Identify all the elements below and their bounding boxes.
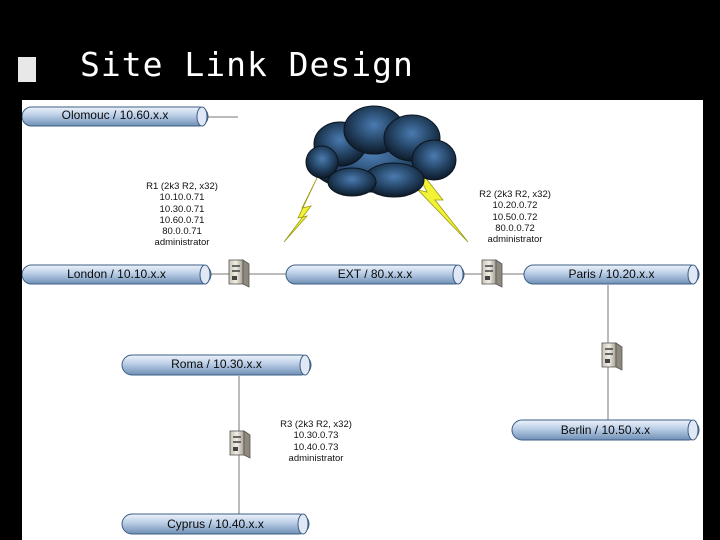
server-icon xyxy=(228,259,250,288)
server-icon xyxy=(229,430,251,459)
ext-pipe xyxy=(285,264,465,285)
segment-pipes xyxy=(22,106,700,535)
router-r2-line: 10.20.0.72 xyxy=(492,200,538,212)
router-r3-line: administrator xyxy=(288,452,344,464)
title-bullet xyxy=(18,57,36,82)
cyprus-pipe xyxy=(121,513,310,535)
router-r3-line: 10.30.0.73 xyxy=(293,430,339,442)
pipe-ends xyxy=(196,106,699,535)
london-pipe xyxy=(22,264,212,285)
router-r1-line: 10.30.0.71 xyxy=(159,203,205,215)
segment-label-ext: EXT / 80.x.x.x xyxy=(337,267,413,281)
slide-title: Site Link Design xyxy=(80,45,414,84)
router-r2-line: administrator xyxy=(487,234,543,246)
router-r1-info: R1 (2k3 R2, x32) 10.10.0.71 10.30.0.71 1… xyxy=(132,181,232,249)
router-r3-line: 10.40.0.73 xyxy=(293,441,339,453)
segment-label-cyprus: Cyprus / 10.40.x.x xyxy=(167,517,264,531)
roma-pipe xyxy=(121,354,312,376)
diagram-canvas: Olomouc / 10.60.x.x London / 10.10.x.x E… xyxy=(22,100,703,540)
router-r2-line: 10.50.0.72 xyxy=(492,211,538,223)
title-bar xyxy=(30,0,720,100)
router-r2-line: R2 (2k3 R2, x32) xyxy=(479,189,551,200)
segment-label-olomouc: Olomouc / 10.60.x.x xyxy=(61,108,169,122)
segment-label-london: London / 10.10.x.x xyxy=(67,267,166,281)
router-r1-line: 80.0.0.71 xyxy=(162,226,202,238)
router-r1-line: 10.60.0.71 xyxy=(159,214,205,226)
router-r1-line: R1 (2k3 R2, x32) xyxy=(146,181,218,192)
olomouc-pipe xyxy=(22,106,209,127)
router-r2-line: 80.0.0.72 xyxy=(495,222,535,234)
router-r3-info: R3 (2k3 R2, x32) 10.30.0.73 10.40.0.73 a… xyxy=(266,419,366,464)
segment-label-roma: Roma / 10.30.x.x xyxy=(171,357,262,371)
lightning-icon xyxy=(283,157,469,243)
network-diagram xyxy=(22,105,700,535)
paris-pipe xyxy=(523,264,700,285)
router-r2-info: R2 (2k3 R2, x32) 10.20.0.72 10.50.0.72 8… xyxy=(465,189,565,245)
server-icon xyxy=(601,342,623,371)
segment-label-paris: Paris / 10.20.x.x xyxy=(568,267,655,281)
server-icon xyxy=(481,259,503,288)
berlin-pipe xyxy=(511,419,700,441)
router-r1-line: 10.10.0.71 xyxy=(159,192,205,204)
cloud-icon xyxy=(305,105,457,198)
router-r1-line: administrator xyxy=(154,237,210,249)
segment-label-berlin: Berlin / 10.50.x.x xyxy=(560,423,651,437)
router-r3-line: R3 (2k3 R2, x32) xyxy=(280,419,352,430)
